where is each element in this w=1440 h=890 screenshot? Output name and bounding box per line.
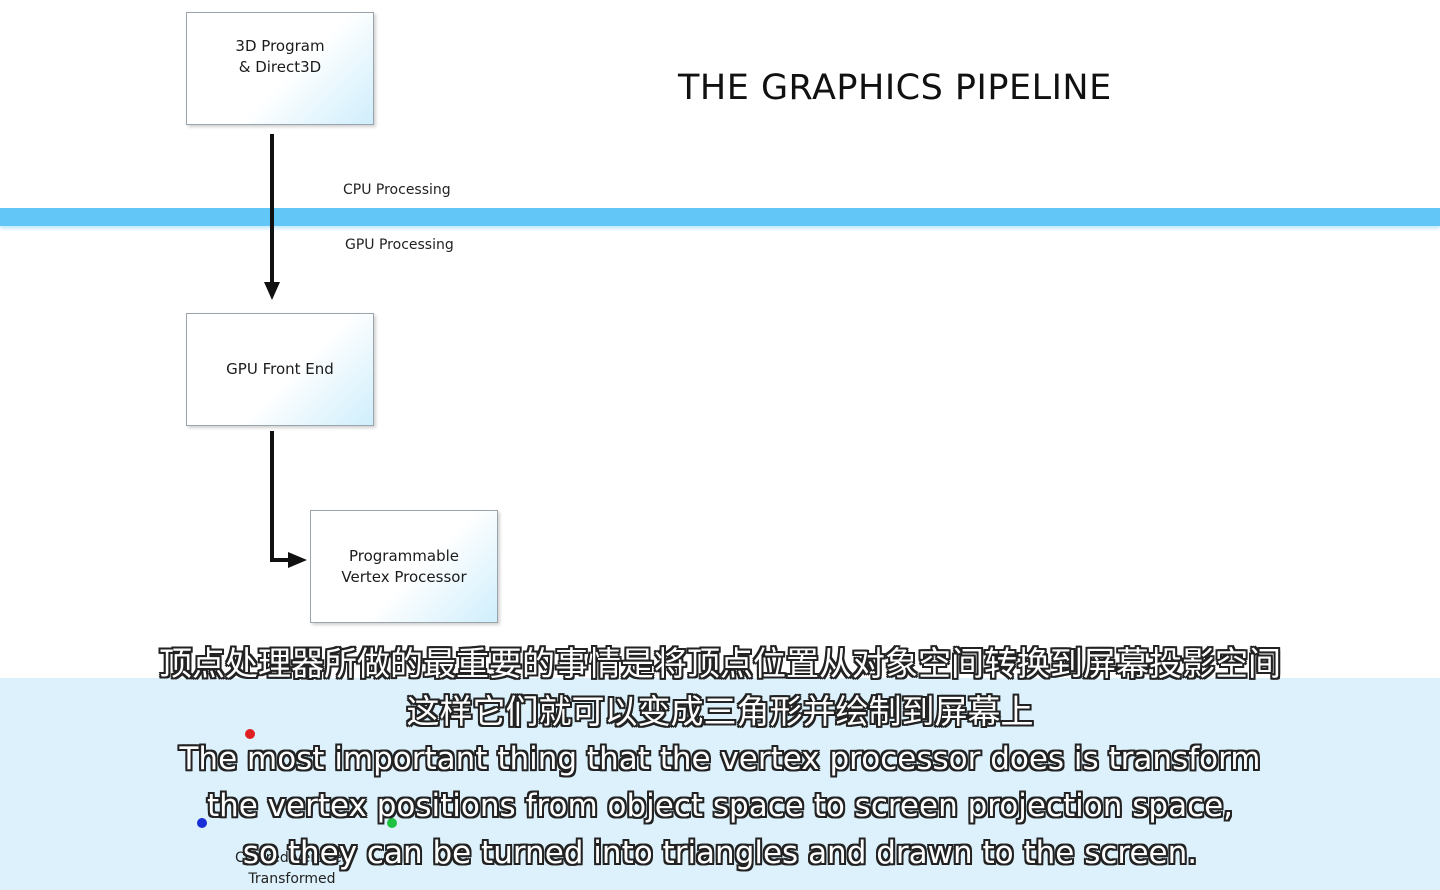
- red-vertex-dot: [245, 729, 255, 739]
- subtitle-zh-line-2: 这样它们就可以变成三角形并绘制到屏幕上: [406, 692, 1034, 731]
- subtitle-en-line-1: The most important thing that the vertex…: [179, 741, 1261, 777]
- arrow-frontend-to-vertex: [270, 431, 307, 568]
- green-vertex-dot: [387, 818, 397, 828]
- cpu-processing-label: CPU Processing: [343, 182, 451, 198]
- arrow-program-to-frontend: [264, 134, 280, 300]
- subtitle-en-line-2: the vertex positions from object space t…: [206, 788, 1234, 824]
- arrowhead-right-icon: [288, 552, 307, 568]
- slide-title: THE GRAPHICS PIPELINE: [678, 68, 1112, 108]
- stage-3d-program-label: 3D Program & Direct3D: [235, 36, 325, 76]
- stage-gpu-front-end-label: GPU Front End: [226, 360, 334, 378]
- subtitles: 顶点处理器所做的最重要的事情是将顶点位置从对象空间转换到屏幕投影空间 这样它们就…: [0, 640, 1440, 877]
- arrowhead-down-icon: [264, 282, 280, 300]
- stage-gpu-front-end-box: GPU Front End: [186, 313, 374, 426]
- vertex-preview-panel: [0, 678, 1440, 890]
- cpu-gpu-divider: [0, 208, 1440, 226]
- stage-vertex-processor-label: Programmable Vertex Processor: [341, 546, 467, 586]
- stage-3d-program-box: 3D Program & Direct3D: [186, 12, 374, 125]
- gpu-processing-label: GPU Processing: [345, 237, 454, 253]
- blue-vertex-dot: [197, 818, 207, 828]
- subtitle-zh-line-1: 顶点处理器所做的最重要的事情是将顶点位置从对象空间转换到屏幕投影空间: [159, 644, 1281, 683]
- preview-caption: Colored Vertices Transformed: [234, 850, 350, 887]
- subtitle-en-line-3: so they can be turned into triangles and…: [242, 835, 1198, 871]
- stage-vertex-processor-box: Programmable Vertex Processor: [310, 510, 498, 623]
